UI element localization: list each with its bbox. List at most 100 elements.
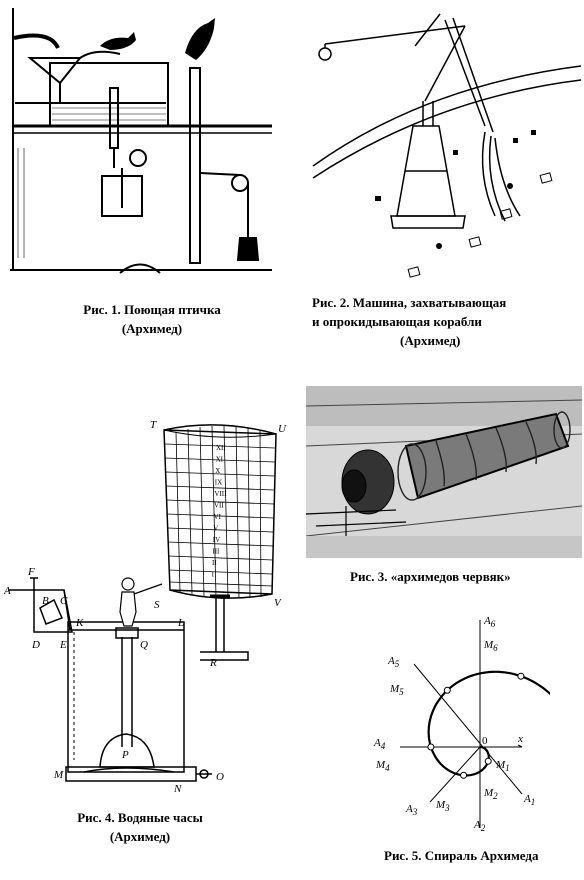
figure-3-archimedes-screw	[306, 386, 582, 558]
label-letter: A	[405, 803, 413, 815]
label-T: T	[150, 419, 157, 431]
label-letter: M	[483, 787, 494, 799]
label-index: 1	[531, 797, 536, 807]
label-P: P	[121, 749, 129, 761]
label-index: 4	[385, 763, 390, 773]
figure-3-caption: Рис. 3. «архимедов червяк»	[350, 567, 580, 586]
caption-line: Рис. 2. Машина, захватывающая	[312, 295, 507, 310]
label-Q: Q	[140, 639, 148, 651]
label-L: L	[177, 617, 184, 629]
drum-grid	[164, 425, 276, 599]
label-origin: 0	[482, 735, 488, 747]
label-index: 1	[505, 763, 510, 773]
label-letter: A	[387, 655, 395, 667]
label-letter: M	[389, 683, 400, 695]
label-U: U	[278, 423, 287, 435]
label-M1: M1	[495, 759, 510, 773]
figure-2-caption: Рис. 2. Машина, захватывающая и опрокиды…	[312, 293, 582, 350]
hour-numeral: IX	[215, 479, 222, 487]
hour-numeral: III	[212, 548, 220, 556]
spiral-point-M4	[443, 686, 451, 694]
label-A: A	[4, 585, 11, 597]
figure-4-illustration: T U S V F A B C D E K Q L R P M N O XIIX…	[4, 419, 287, 795]
figure-2-ship-machine	[305, 6, 581, 284]
label-S: S	[154, 599, 160, 611]
label-M5: M5	[389, 683, 404, 697]
label-index: 3	[444, 803, 450, 813]
caption-line: Рис. 4. Водяные часы	[77, 810, 203, 825]
hour-numeral: VIII	[214, 490, 227, 498]
hour-numeral: XII	[216, 444, 226, 452]
label-N: N	[173, 783, 182, 795]
figure-3-illustration	[306, 386, 582, 558]
label-M4: M4	[375, 759, 390, 773]
figure-4-caption: Рис. 4. Водяные часы (Архимед)	[40, 808, 240, 846]
spiral-point-M3	[427, 743, 435, 751]
label-D: D	[31, 639, 40, 651]
label-R: R	[209, 657, 217, 669]
label-letter: A	[483, 615, 491, 627]
caption-line: Рис. 3. «архимедов червяк»	[350, 569, 511, 584]
hour-numeral: VI	[214, 513, 222, 521]
label-x: x	[517, 733, 523, 745]
label-M3: M3	[435, 799, 450, 813]
label-A6: A6	[483, 615, 496, 629]
ray-A5-A1	[413, 663, 523, 795]
label-M6: M6	[483, 639, 498, 653]
label-B: B	[42, 595, 49, 607]
hour-numeral: IV	[213, 536, 220, 544]
label-letter: M	[435, 799, 446, 811]
label-M2: M2	[483, 787, 498, 801]
figure-2-illustration	[312, 13, 581, 278]
label-letter: M	[375, 759, 386, 771]
label-letter: A	[473, 819, 481, 831]
label-letter: M	[483, 639, 494, 651]
caption-line: (Архимед)	[121, 321, 183, 336]
figure-5-illustration: A6 M6 A5 M5 A4 M4 0 x M1 A1 M2 A2 A3 M3	[373, 615, 550, 833]
caption-line: (Архимед)	[400, 333, 461, 348]
label-index: 2	[493, 791, 498, 801]
hour-numeral: X	[215, 467, 220, 475]
label-E: E	[59, 639, 67, 651]
caption-line: Рис. 1. Поющая птичка	[83, 302, 221, 317]
figure-1-illustration	[10, 8, 272, 274]
label-A5: A5	[387, 655, 400, 669]
hour-numeral: V	[213, 525, 218, 533]
label-A4: A4	[373, 737, 386, 751]
label-A1: A1	[523, 793, 535, 807]
label-K: K	[75, 617, 84, 629]
label-index: 3	[412, 807, 418, 817]
label-V: V	[274, 597, 282, 609]
figure-1-singing-bird	[10, 8, 272, 280]
label-index: 4	[381, 741, 386, 751]
label-letter: A	[373, 737, 381, 749]
spiral-point-M2	[460, 771, 468, 779]
label-letter: M	[495, 759, 506, 771]
figurine	[119, 577, 163, 627]
hour-numeral: I	[212, 571, 215, 579]
label-letter: A	[523, 793, 531, 805]
label-F: F	[27, 566, 35, 578]
figure-5-archimedean-spiral: A6 M6 A5 M5 A4 M4 0 x M1 A1 M2 A2 A3 M3	[370, 612, 550, 842]
label-O: O	[216, 771, 224, 783]
label-A2: A2	[473, 819, 486, 833]
label-index: 6	[491, 619, 496, 629]
label-index: 5	[395, 659, 400, 669]
spiral-points	[427, 672, 525, 779]
label-A3: A3	[405, 803, 418, 817]
label-index: 2	[481, 823, 486, 833]
caption-line: (Архимед)	[109, 829, 171, 844]
caption-line: и опрокидывающая корабли	[312, 314, 482, 329]
figure-1-caption: Рис. 1. Поющая птичка (Архимед)	[52, 300, 252, 338]
label-M: M	[53, 769, 64, 781]
hour-numeral: VII	[214, 502, 224, 510]
label-index: 5	[399, 687, 404, 697]
hour-numeral: XI	[216, 456, 224, 464]
hour-numeral: II	[212, 559, 217, 567]
label-index: 6	[493, 643, 498, 653]
figure-5-labels: A6 M6 A5 M5 A4 M4 0 x M1 A1 M2 A2 A3 M3	[373, 615, 535, 833]
caption-line: Рис. 5. Спираль Архимеда	[384, 848, 539, 863]
label-C: C	[60, 595, 68, 607]
